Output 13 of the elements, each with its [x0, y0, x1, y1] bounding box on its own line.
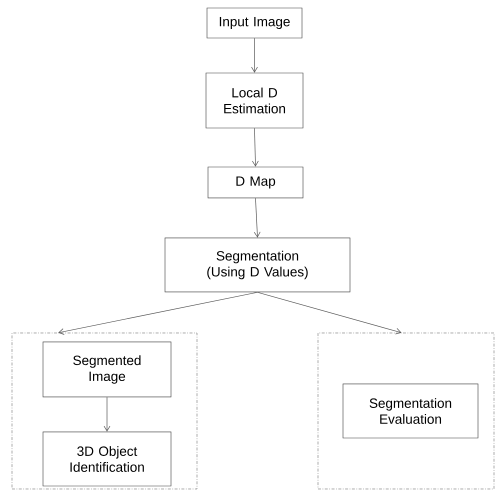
arrow: [252, 128, 259, 167]
process-box: D Map: [208, 166, 304, 198]
process-box: Segmentation Evaluation: [342, 384, 478, 438]
process-box: Input Image: [206, 8, 302, 38]
arrow: [254, 198, 261, 238]
process-box: 3D Object Identification: [42, 432, 172, 486]
process-box: Segmentation (Using D Values): [164, 238, 350, 292]
arrow: [104, 396, 110, 432]
process-box: Local D Estimation: [206, 72, 304, 128]
arrow: [251, 38, 258, 73]
arrow: [58, 292, 258, 335]
arrow: [257, 292, 402, 334]
process-box: Segmented Image: [42, 342, 172, 398]
